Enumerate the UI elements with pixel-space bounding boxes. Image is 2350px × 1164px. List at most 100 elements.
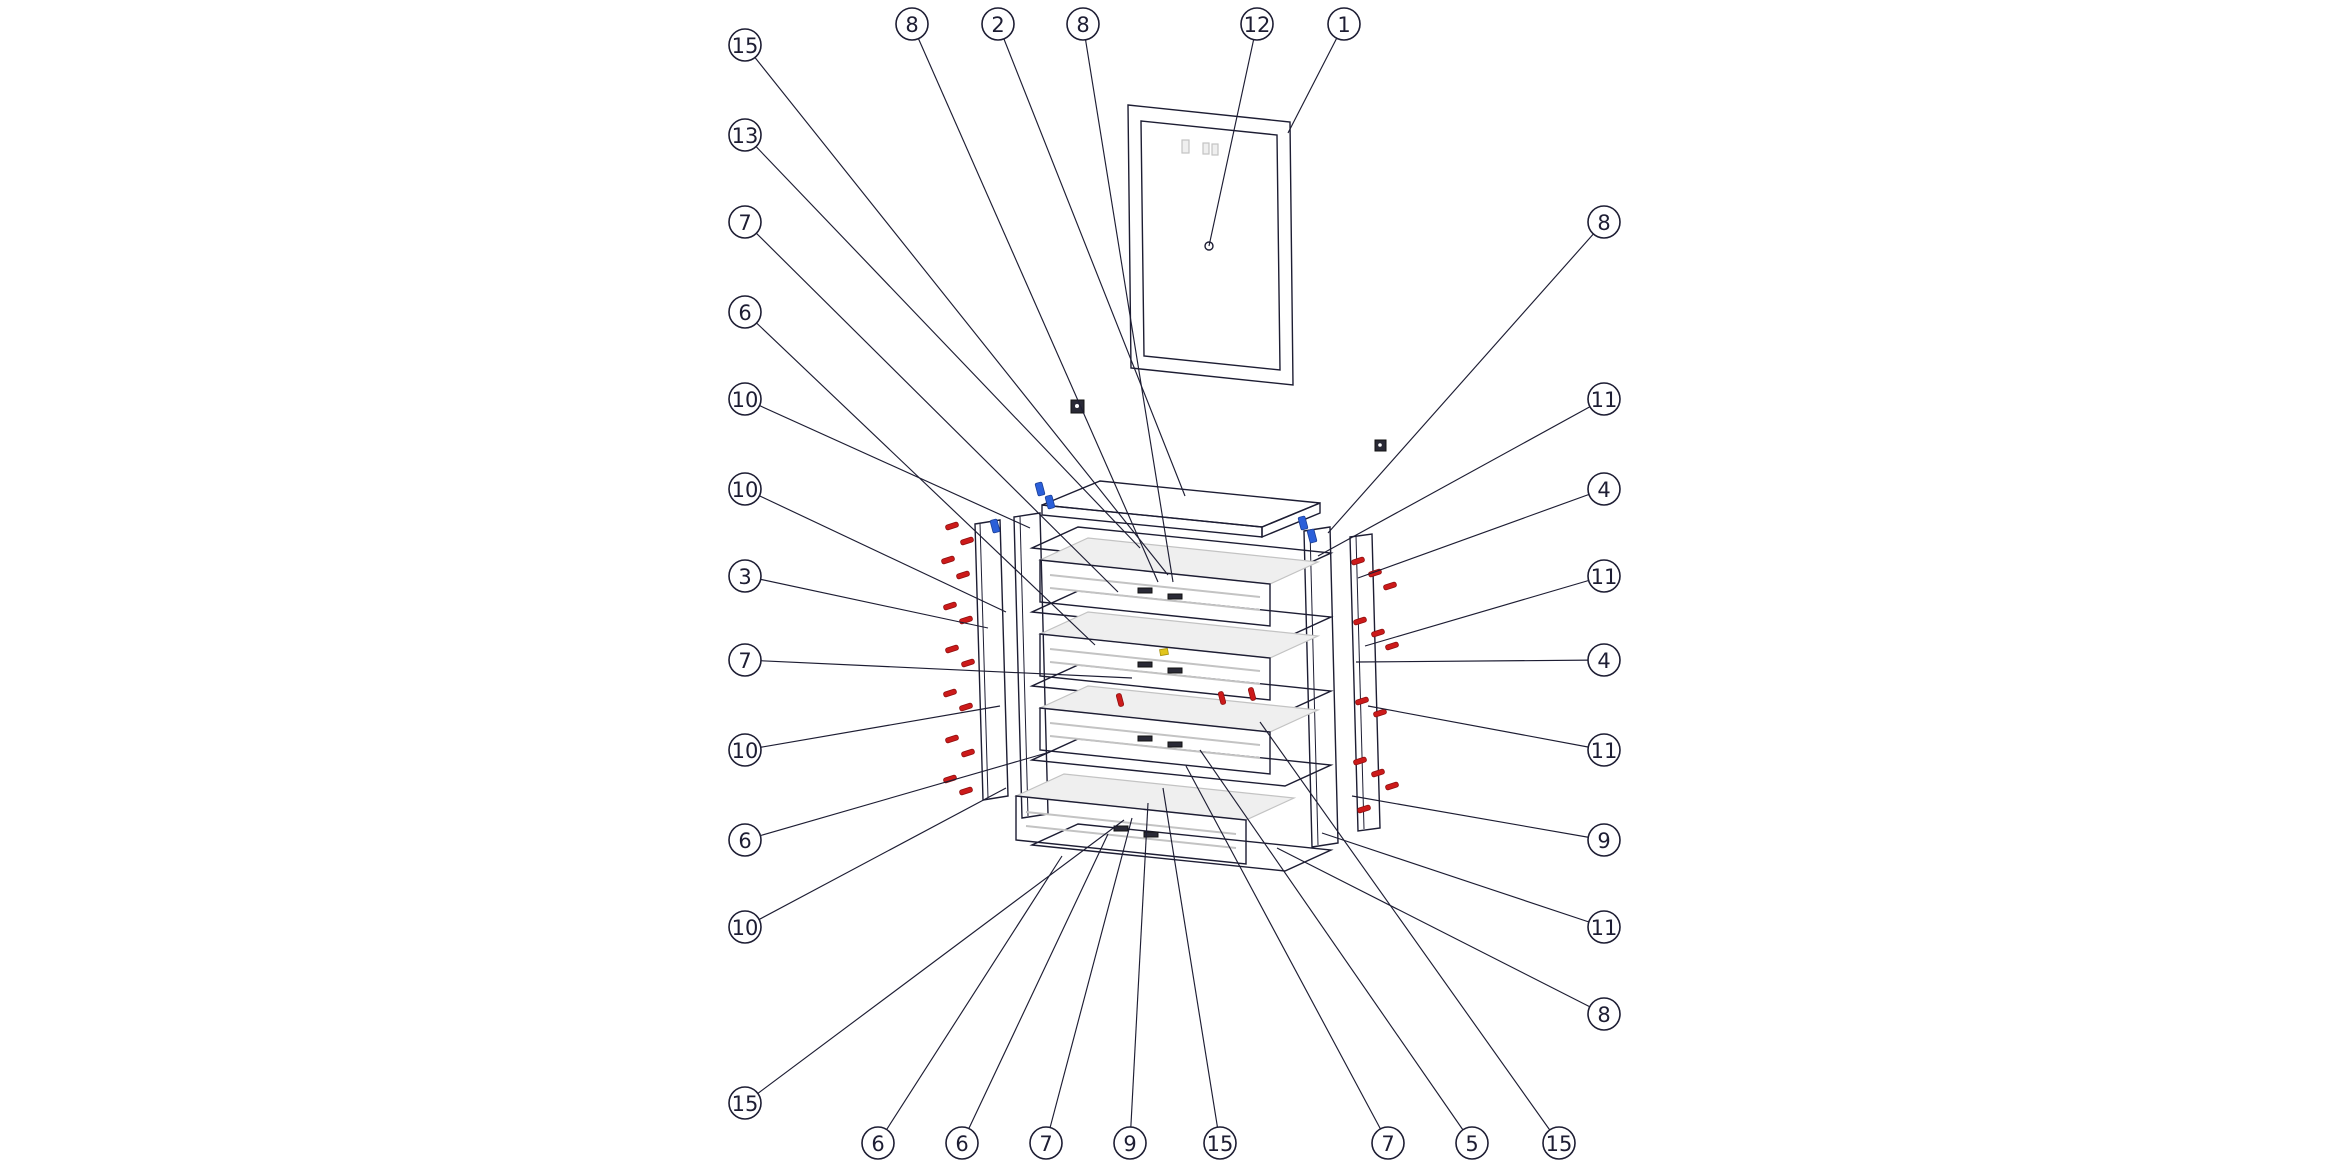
top-panel — [1041, 480, 1321, 539]
callout-number-6: 6 — [738, 301, 751, 325]
callout-number-7: 7 — [1381, 1132, 1394, 1156]
leader-line-4-19 — [1357, 488, 1605, 579]
callout-balloon-3 — [728, 559, 762, 593]
callout-4-19: 4 — [1587, 472, 1621, 506]
leader-line-7-31 — [1185, 765, 1389, 1144]
cam-hole — [1204, 241, 1214, 251]
callout-7-7: 7 — [728, 205, 762, 239]
cam-screw-red — [1385, 641, 1399, 651]
drawer-4 — [1013, 773, 1297, 865]
cam-screw-red — [1357, 804, 1371, 814]
callout-5-32: 5 — [1455, 1126, 1489, 1160]
callout-balloon-15 — [1203, 1126, 1237, 1160]
callout-12-3: 12 — [1240, 7, 1274, 41]
leader-line-8-2 — [1082, 23, 1174, 583]
callout-balloon-10 — [728, 733, 762, 767]
callout-number-8: 8 — [1597, 1003, 1610, 1027]
callout-7-31: 7 — [1371, 1126, 1405, 1160]
callout-7-28: 7 — [1029, 1126, 1063, 1160]
callout-number-11: 11 — [1591, 739, 1618, 763]
leader-line-10-15 — [744, 787, 1007, 928]
callout-number-6: 6 — [871, 1132, 884, 1156]
callout-balloon-12 — [1240, 7, 1274, 41]
cam-screw-red — [959, 786, 973, 796]
callout-number-15: 15 — [1207, 1132, 1234, 1156]
leader-line-6-26 — [877, 855, 1063, 1144]
drawer-front — [1039, 707, 1271, 775]
cam-screw-red — [943, 774, 957, 784]
callout-balloon-6 — [945, 1126, 979, 1160]
drawer-1 — [1037, 537, 1321, 627]
callout-balloon-7 — [1371, 1126, 1405, 1160]
leader-line-7-28 — [1045, 817, 1133, 1144]
callout-11-24: 11 — [1587, 910, 1621, 944]
callout-balloon-8 — [895, 7, 929, 41]
callout-balloon-6 — [728, 295, 762, 329]
callout-balloon-8 — [1587, 997, 1621, 1031]
cam-screw-red — [956, 570, 970, 580]
cam-screw-red — [1115, 693, 1125, 707]
cam-screw-red — [1371, 628, 1385, 638]
callout-number-9: 9 — [1123, 1132, 1136, 1156]
drawer-2 — [1037, 611, 1321, 701]
drawer-handle — [1137, 661, 1153, 668]
callout-number-7: 7 — [1039, 1132, 1052, 1156]
leader-line-12-3 — [1208, 23, 1258, 247]
cam-screw-red — [1383, 581, 1397, 591]
leader-line-9-23 — [1351, 795, 1605, 841]
callout-balloon-4 — [1587, 472, 1621, 506]
drawer-handle — [1113, 825, 1129, 832]
clip-yellow — [1159, 647, 1169, 657]
callout-number-11: 11 — [1591, 916, 1618, 940]
drawer-top — [1037, 611, 1321, 659]
callout-balloon-9 — [1113, 1126, 1147, 1160]
back-panel-hardware — [1202, 142, 1210, 155]
callout-number-9: 9 — [1597, 829, 1610, 853]
callout-number-7: 7 — [738, 211, 751, 235]
leader-line-15-33 — [1259, 721, 1560, 1144]
drawer-top — [1037, 537, 1321, 585]
cam-screw-red — [1371, 768, 1385, 778]
callout-4-21: 4 — [1587, 643, 1621, 677]
leader-line-10-10 — [744, 488, 1007, 613]
cam-screw-red — [1373, 708, 1387, 718]
dowel-blue — [1306, 528, 1318, 544]
callout-6-14: 6 — [728, 823, 762, 857]
cam-screw-red — [961, 658, 975, 668]
callout-number-7: 7 — [738, 649, 751, 673]
back-panel — [1127, 104, 1294, 386]
back-panel-inner-edge — [1140, 120, 1281, 371]
cam-screw-red — [943, 688, 957, 698]
callout-11-18: 11 — [1587, 382, 1621, 416]
leader-line-8-17 — [1327, 221, 1605, 534]
callout-15-16: 15 — [728, 1086, 762, 1120]
callout-balloon-10 — [728, 910, 762, 944]
callout-10-13: 10 — [728, 733, 762, 767]
callout-8-17: 8 — [1587, 205, 1621, 239]
leader-line-7-7 — [744, 221, 1119, 593]
drawer-handle — [1137, 587, 1153, 594]
drawer-handle — [1167, 741, 1183, 748]
callout-8-25: 8 — [1587, 997, 1621, 1031]
callout-balloon-7 — [728, 205, 762, 239]
callout-number-11: 11 — [1591, 565, 1618, 589]
callout-8-0: 8 — [895, 7, 929, 41]
cam-screw-red — [1217, 691, 1227, 705]
back-panel-hardware — [1211, 143, 1219, 156]
drawer-slide-line — [1049, 722, 1261, 746]
leader-line-6-14 — [744, 751, 1051, 841]
callout-number-15: 15 — [732, 34, 759, 58]
drawer-top — [1037, 685, 1321, 733]
cam-screw-red — [945, 521, 959, 531]
dowel-blue — [989, 518, 1001, 534]
callout-balloon-13 — [728, 118, 762, 152]
drawer-slide-line — [1049, 661, 1261, 685]
callout-3-11: 3 — [728, 559, 762, 593]
callout-number-4: 4 — [1597, 649, 1610, 673]
callout-number-10: 10 — [732, 388, 759, 412]
callout-11-22: 11 — [1587, 733, 1621, 767]
callout-10-10: 10 — [728, 472, 762, 506]
right-side-panel-inner — [1303, 526, 1339, 848]
callout-balloon-11 — [1587, 382, 1621, 416]
